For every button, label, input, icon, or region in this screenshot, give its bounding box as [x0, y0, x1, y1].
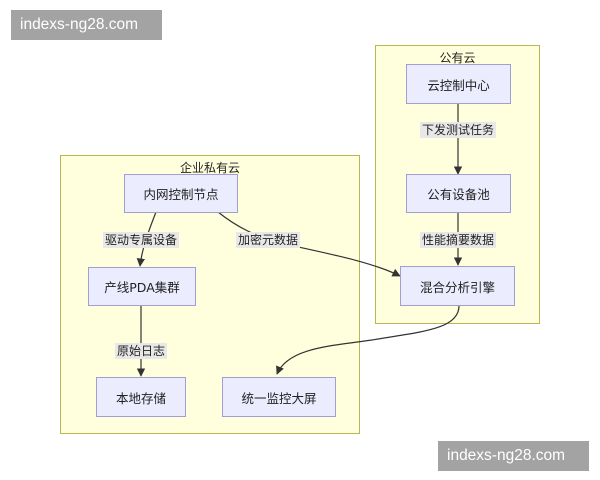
edge-label-raw-logs: 原始日志: [114, 343, 168, 359]
node-cloud-control-center: 云控制中心: [406, 64, 511, 104]
edge-label-drive-dedicated-devices: 驱动专属设备: [102, 232, 180, 248]
edge-label-encrypted-metadata: 加密元数据: [235, 232, 301, 248]
cluster-public-cloud-title: 公有云: [439, 51, 476, 65]
edge-label-dispatch-test-tasks: 下发测试任务: [419, 122, 497, 138]
node-public-device-pool: 公有设备池: [406, 174, 511, 213]
edge-label-performance-summary: 性能摘要数据: [419, 232, 497, 248]
watermark-top: indexs-ng28.com: [11, 10, 162, 40]
node-hybrid-analysis-engine: 混合分析引擎: [400, 266, 515, 306]
node-unified-monitor-screen: 统一监控大屏: [222, 377, 336, 417]
node-intranet-control-node: 内网控制节点: [124, 174, 238, 213]
node-local-storage: 本地存储: [96, 377, 186, 417]
cluster-private-cloud-title: 企业私有云: [179, 161, 240, 175]
node-line-pda-cluster: 产线PDA集群: [88, 267, 196, 306]
edge-analysis-engine-to-monitor-screen: [276, 305, 460, 375]
watermark-bottom: indexs-ng28.com: [438, 441, 589, 471]
